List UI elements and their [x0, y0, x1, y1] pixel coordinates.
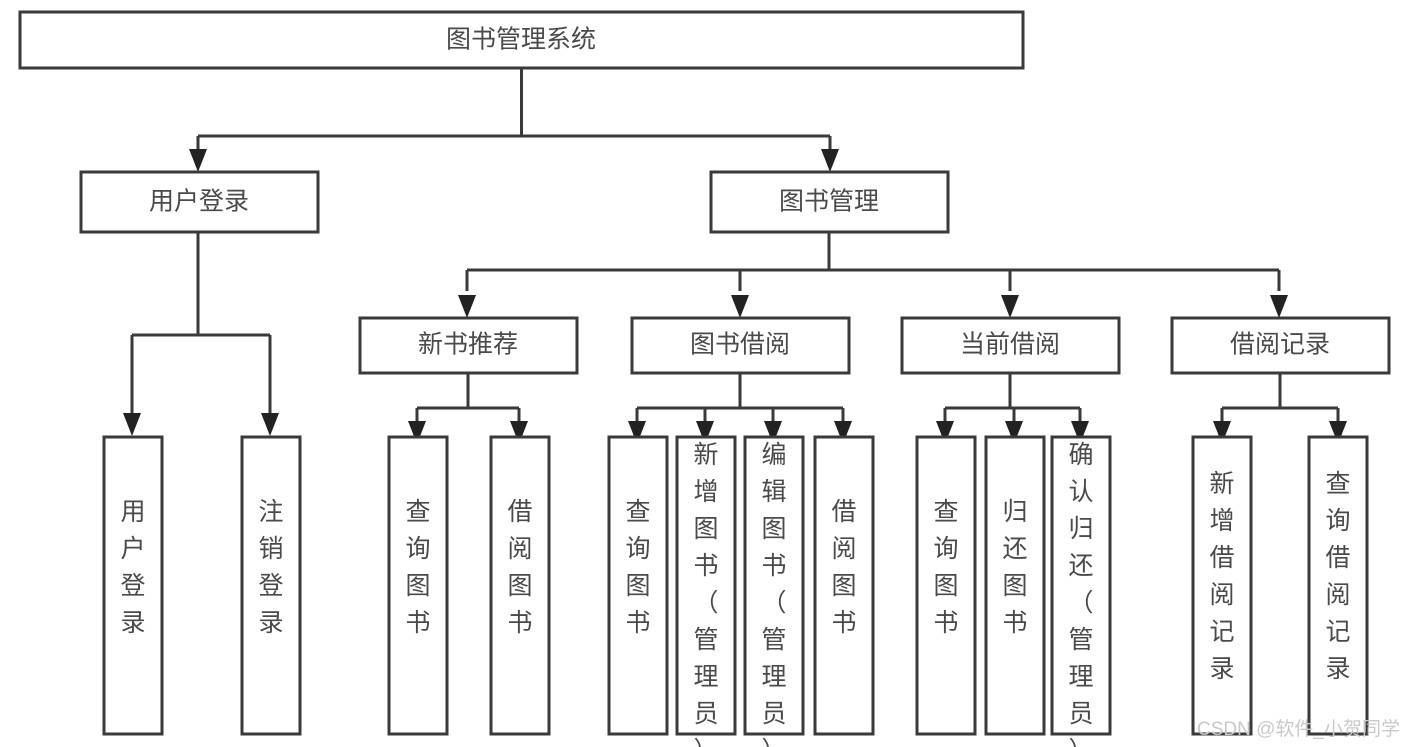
node-leaf-query-book-1-label: 查询图书	[405, 498, 430, 637]
node-leaf-query-record-label: 查询借阅记录	[1325, 470, 1350, 683]
node-root-system-label: 图书管理系统	[446, 26, 596, 54]
node-leaf-borrow-book-1-label: 借阅图书	[507, 498, 532, 637]
node-leaf-query-record[interactable]: 查询借阅记录	[1307, 435, 1369, 736]
node-leaf-confirm-return-label: 确认归还（管理员）	[1068, 441, 1093, 747]
node-borrow-record[interactable]: 借阅记录	[1170, 316, 1391, 375]
node-current-borrow-label: 当前借阅	[960, 331, 1060, 359]
node-user-login-label: 用户登录	[149, 188, 249, 216]
node-leaf-confirm-return[interactable]: 确认归还（管理员）	[1050, 435, 1112, 747]
node-leaf-query-book-3-label: 查询图书	[933, 498, 958, 637]
csdn-watermark: CSDN @软件_小贺同学	[1197, 718, 1400, 740]
node-leaf-add-book-label: 新增图书（管理员）	[693, 441, 718, 747]
node-root-system[interactable]: 图书管理系统	[18, 10, 1025, 70]
node-leaf-query-book-2[interactable]: 查询图书	[607, 435, 669, 736]
node-leaf-logout-label: 注销登录	[258, 498, 283, 637]
node-current-borrow[interactable]: 当前借阅	[900, 316, 1121, 375]
node-leaf-add-record[interactable]: 新增借阅记录	[1191, 435, 1253, 736]
connector-layer	[130, 68, 1340, 423]
node-leaf-query-book-2-label: 查询图书	[625, 498, 650, 637]
node-leaf-borrow-book-2-label: 借阅图书	[831, 498, 856, 637]
node-leaf-edit-book-label: 编辑图书（管理员）	[761, 441, 786, 747]
node-leaf-edit-book[interactable]: 编辑图书（管理员）	[743, 435, 805, 747]
node-borrow-record-label: 借阅记录	[1230, 331, 1330, 359]
node-book-manage[interactable]: 图书管理	[709, 170, 950, 234]
node-leaf-query-book-3[interactable]: 查询图书	[915, 435, 977, 736]
node-leaf-user-login-label: 用户登录	[120, 498, 145, 637]
node-leaf-borrow-book-1[interactable]: 借阅图书	[489, 435, 551, 736]
node-leaf-logout[interactable]: 注销登录	[240, 435, 302, 736]
node-leaf-add-record-label: 新增借阅记录	[1209, 470, 1234, 683]
node-user-login[interactable]: 用户登录	[79, 170, 320, 234]
node-leaf-user-login[interactable]: 用户登录	[102, 435, 164, 736]
node-new-book-recommend-label: 新书推荐	[418, 331, 518, 359]
node-leaf-query-book-1[interactable]: 查询图书	[387, 435, 449, 736]
node-leaf-return-book[interactable]: 归还图书	[984, 435, 1046, 736]
node-new-book-recommend[interactable]: 新书推荐	[358, 316, 579, 375]
node-book-manage-label: 图书管理	[779, 188, 879, 216]
node-book-borrow-label: 图书借阅	[690, 331, 790, 359]
node-leaf-borrow-book-2[interactable]: 借阅图书	[813, 435, 875, 736]
node-leaf-return-book-label: 归还图书	[1002, 498, 1027, 637]
node-leaf-add-book[interactable]: 新增图书（管理员）	[675, 435, 737, 747]
node-book-borrow[interactable]: 图书借阅	[630, 316, 851, 375]
